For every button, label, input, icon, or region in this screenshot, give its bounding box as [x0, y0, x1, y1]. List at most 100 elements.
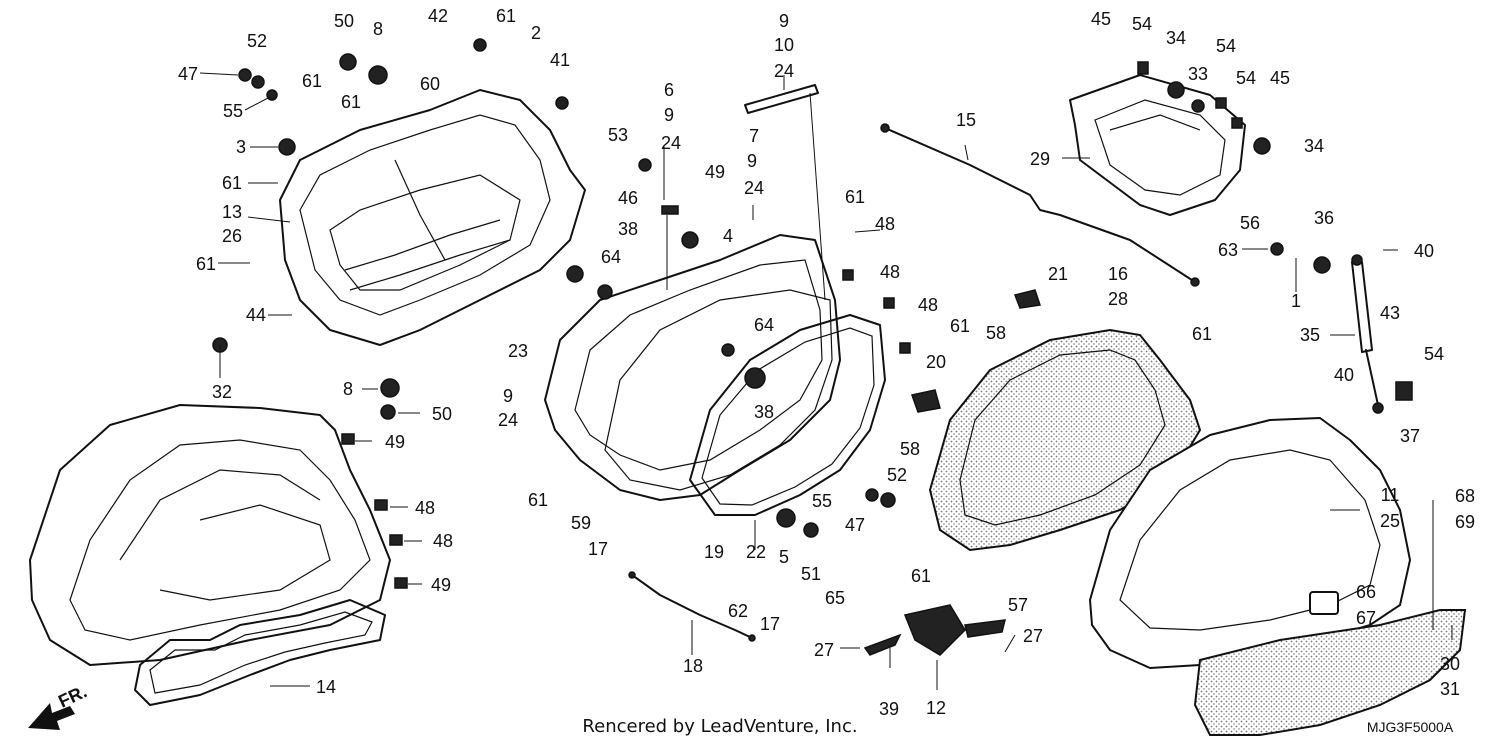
middle-case-body	[544, 234, 841, 501]
callout-25: 25	[1380, 511, 1400, 531]
callout-61-mid-right: 61	[845, 187, 865, 207]
callout-22: 22	[746, 542, 766, 562]
callout-69: 69	[1455, 512, 1475, 532]
callout-34-a: 34	[1166, 28, 1186, 48]
left-inner-case	[279, 89, 586, 346]
callout-60: 60	[420, 74, 440, 94]
callout-24-c: 24	[744, 178, 764, 198]
callout-40-b: 40	[1334, 365, 1354, 385]
top-mounting-bracket	[1069, 74, 1246, 216]
callout-15: 15	[956, 110, 976, 130]
callout-64-a: 64	[601, 247, 621, 267]
callout-24-b: 24	[661, 133, 681, 153]
callout-48-b: 48	[433, 531, 453, 551]
front-marker-label: FR.	[55, 681, 90, 711]
callout-10: 10	[774, 35, 794, 55]
callout-43: 43	[1380, 303, 1400, 323]
callout-19: 19	[704, 542, 724, 562]
callout-55-mid: 55	[812, 491, 832, 511]
callout-21: 21	[1048, 264, 1068, 284]
callout-54-b: 54	[1216, 36, 1236, 56]
callout-61-right-b: 61	[1192, 324, 1212, 344]
lid-seal-gasket	[134, 599, 386, 706]
callout-55-left: 55	[223, 101, 243, 121]
callout-52-left: 52	[247, 31, 267, 51]
callout-27-a: 27	[814, 640, 834, 660]
callout-32: 32	[212, 382, 232, 402]
callout-61-left-b: 61	[196, 254, 216, 274]
callout-68: 68	[1455, 486, 1475, 506]
callout-8-top: 8	[373, 19, 383, 39]
callout-67: 67	[1356, 608, 1376, 628]
diagram-code: MJG3F5000A	[1367, 719, 1454, 735]
callout-36: 36	[1314, 208, 1334, 228]
callout-7: 7	[749, 126, 759, 146]
callout-42: 42	[428, 6, 448, 26]
callout-35: 35	[1300, 325, 1320, 345]
callout-24-d: 24	[498, 410, 518, 430]
callout-9-top: 9	[779, 11, 789, 31]
callout-65: 65	[825, 588, 845, 608]
callout-64-b: 64	[754, 315, 774, 335]
callout-54-d: 54	[1424, 344, 1444, 364]
callout-30: 30	[1440, 654, 1460, 674]
callout-58-b: 58	[900, 439, 920, 459]
callout-61-bottom: 61	[528, 490, 548, 510]
callout-61-left-a: 61	[222, 173, 242, 193]
left-outer-lid	[29, 404, 391, 666]
callout-48-d: 48	[880, 262, 900, 282]
callout-56: 56	[1240, 213, 1260, 233]
callout-37: 37	[1400, 426, 1420, 446]
callout-61-right-c: 61	[911, 566, 931, 586]
callout-14: 14	[316, 677, 336, 697]
callout-61-top: 61	[496, 6, 516, 26]
footer-credit: Rencered by LeadVenture, Inc.	[582, 716, 857, 737]
callout-38-b: 38	[754, 402, 774, 422]
callout-4: 4	[723, 226, 733, 246]
callout-8-mid: 8	[343, 379, 353, 399]
callout-48-a: 48	[415, 498, 435, 518]
callout-58-a: 58	[986, 323, 1006, 343]
callout-40-a: 40	[1414, 241, 1434, 261]
callout-62: 62	[728, 601, 748, 621]
callout-39: 39	[879, 699, 899, 719]
middle-case-frame	[604, 289, 833, 491]
callout-24-top: 24	[774, 61, 794, 81]
hardware-fasteners	[212, 38, 1413, 656]
callout-49-b: 49	[431, 575, 451, 595]
callout-53: 53	[608, 125, 628, 145]
callout-33: 33	[1188, 64, 1208, 84]
callout-13: 13	[222, 202, 242, 222]
callout-47-mid: 47	[845, 515, 865, 535]
callout-31: 31	[1440, 679, 1460, 699]
callout-54-c: 54	[1236, 68, 1256, 88]
callout-labels: 50 8 42 61 2 52 47 55 61 61 60 41 3 53 6…	[178, 6, 1475, 719]
callout-45-a: 45	[1091, 9, 1111, 29]
callout-1: 1	[1291, 291, 1301, 311]
callout-59: 59	[571, 513, 591, 533]
callout-17-b: 17	[760, 614, 780, 634]
callout-12: 12	[926, 698, 946, 718]
callout-48-e: 48	[918, 295, 938, 315]
trim-strip	[744, 84, 819, 114]
callout-11: 11	[1381, 485, 1400, 505]
callout-17-a: 17	[588, 539, 608, 559]
callout-16: 16	[1108, 264, 1128, 284]
callout-18: 18	[683, 656, 703, 676]
callout-52-mid: 52	[887, 465, 907, 485]
callout-47-left: 47	[178, 64, 198, 84]
callout-63: 63	[1218, 240, 1238, 260]
callout-49-c: 49	[705, 162, 725, 182]
callout-61-mid: 61	[341, 92, 361, 112]
leader-lines	[199, 72, 1453, 690]
callout-50-top: 50	[334, 11, 354, 31]
callout-48-c: 48	[875, 214, 895, 234]
callout-9-d: 9	[503, 386, 513, 406]
callout-3: 3	[236, 137, 246, 157]
callout-26: 26	[222, 226, 242, 246]
callout-54-a: 54	[1132, 14, 1152, 34]
callout-66: 66	[1356, 582, 1376, 602]
callout-61-right-a: 61	[950, 316, 970, 336]
callout-5: 5	[779, 547, 789, 567]
callout-20: 20	[926, 352, 946, 372]
